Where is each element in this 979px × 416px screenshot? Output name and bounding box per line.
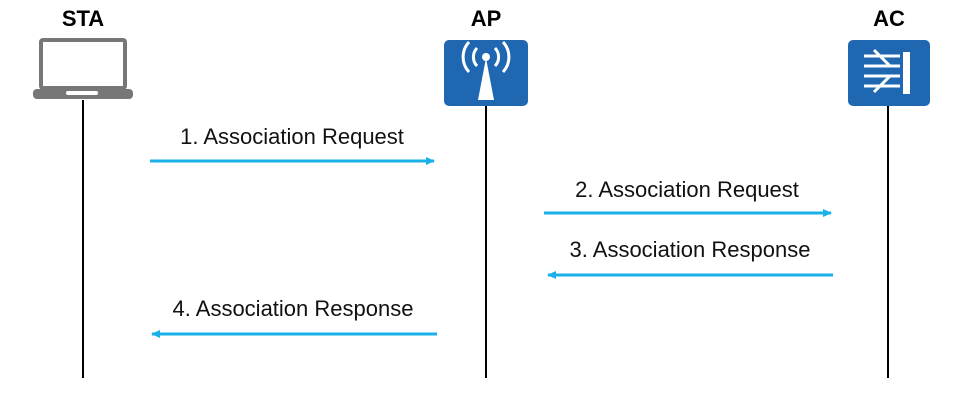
wireless-ap-icon: [444, 40, 528, 106]
sta-label: STA: [61, 6, 105, 31]
message-label-1: 1. Association Request: [180, 124, 404, 149]
ap-label: AP: [470, 6, 502, 31]
message-label-2: 2. Association Request: [575, 177, 799, 202]
ac-label: AC: [873, 6, 905, 31]
access-controller-icon: [848, 40, 930, 106]
laptop-icon: [33, 38, 133, 99]
message-label-4: 4. Association Response: [172, 296, 414, 321]
message-label-3: 3. Association Response: [569, 237, 811, 262]
